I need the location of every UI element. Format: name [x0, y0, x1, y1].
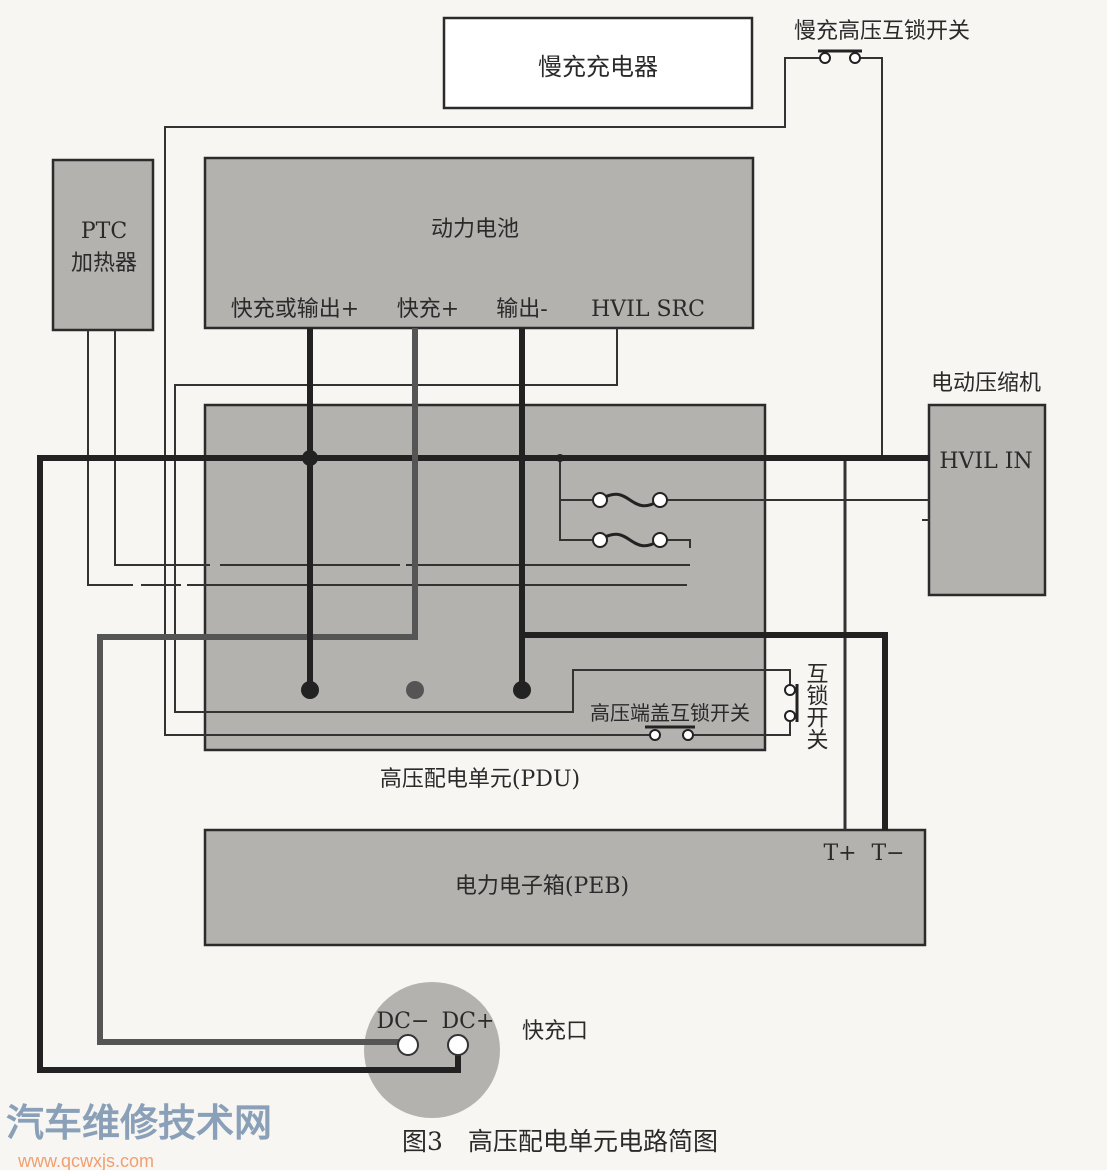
cover-interlock-switch-icon [645, 725, 695, 741]
slow-charge-interlock-switch-icon [818, 49, 862, 64]
cover-interlock-label: 高压端盖互锁开关 [590, 701, 750, 725]
ptc-label: PTC [81, 219, 127, 244]
terminal-fast-or-out-plus: 快充或输出+ [231, 297, 359, 322]
dc-plus-socket [447, 1034, 469, 1056]
hvil-in-label: HVIL IN [939, 449, 1032, 474]
pdu-label: 高压配电单元(PDU) [380, 767, 580, 792]
fuse-1-icon [599, 492, 661, 508]
terminal-out-minus: 输出- [496, 297, 547, 322]
t-minus-label: T− [871, 841, 904, 866]
interlock-switch-icon [784, 684, 799, 722]
fast-charge-port [364, 982, 500, 1118]
peb-label: 电力电子箱(PEB) [455, 874, 629, 899]
ptc-heater-label: 加热器 [71, 251, 137, 276]
dc-minus-socket [397, 1034, 419, 1056]
fuse-2-icon [599, 532, 661, 548]
watermark-name: 汽车维修技术网 [6, 1101, 272, 1145]
ptc-wires [87, 330, 930, 586]
ptc-heater-box [51, 158, 155, 332]
slow-charger-box [442, 16, 754, 110]
dc-minus-label: DC− [377, 1009, 430, 1034]
terminal-hvil-src: HVIL SRC [591, 297, 705, 322]
t-plus-label: T+ [823, 841, 856, 866]
interlock-switch-label: 互锁开关 [803, 662, 829, 750]
slow-charge-switch-label: 慢充高压互锁开关 [794, 19, 970, 44]
fuse-branch [556, 454, 930, 548]
compressor-box [927, 403, 1047, 597]
battery-label: 动力电池 [431, 217, 519, 242]
fast-charge-port-label: 快充口 [522, 1019, 588, 1044]
compressor-label: 电动压缩机 [931, 371, 1041, 396]
pdu-box [203, 403, 767, 752]
high-voltage-bus [37, 328, 930, 1073]
slow-charger-label: 慢充充电器 [538, 53, 658, 81]
peb-box [203, 828, 927, 947]
figure-caption: 图3 高压配电单元电路简图 [402, 1127, 718, 1156]
watermark-url: www.qcwxjs.com [17, 1151, 154, 1170]
terminal-fast-plus: 快充+ [397, 297, 459, 322]
dc-plus-label: DC+ [442, 1009, 495, 1034]
battery-box [203, 156, 755, 330]
